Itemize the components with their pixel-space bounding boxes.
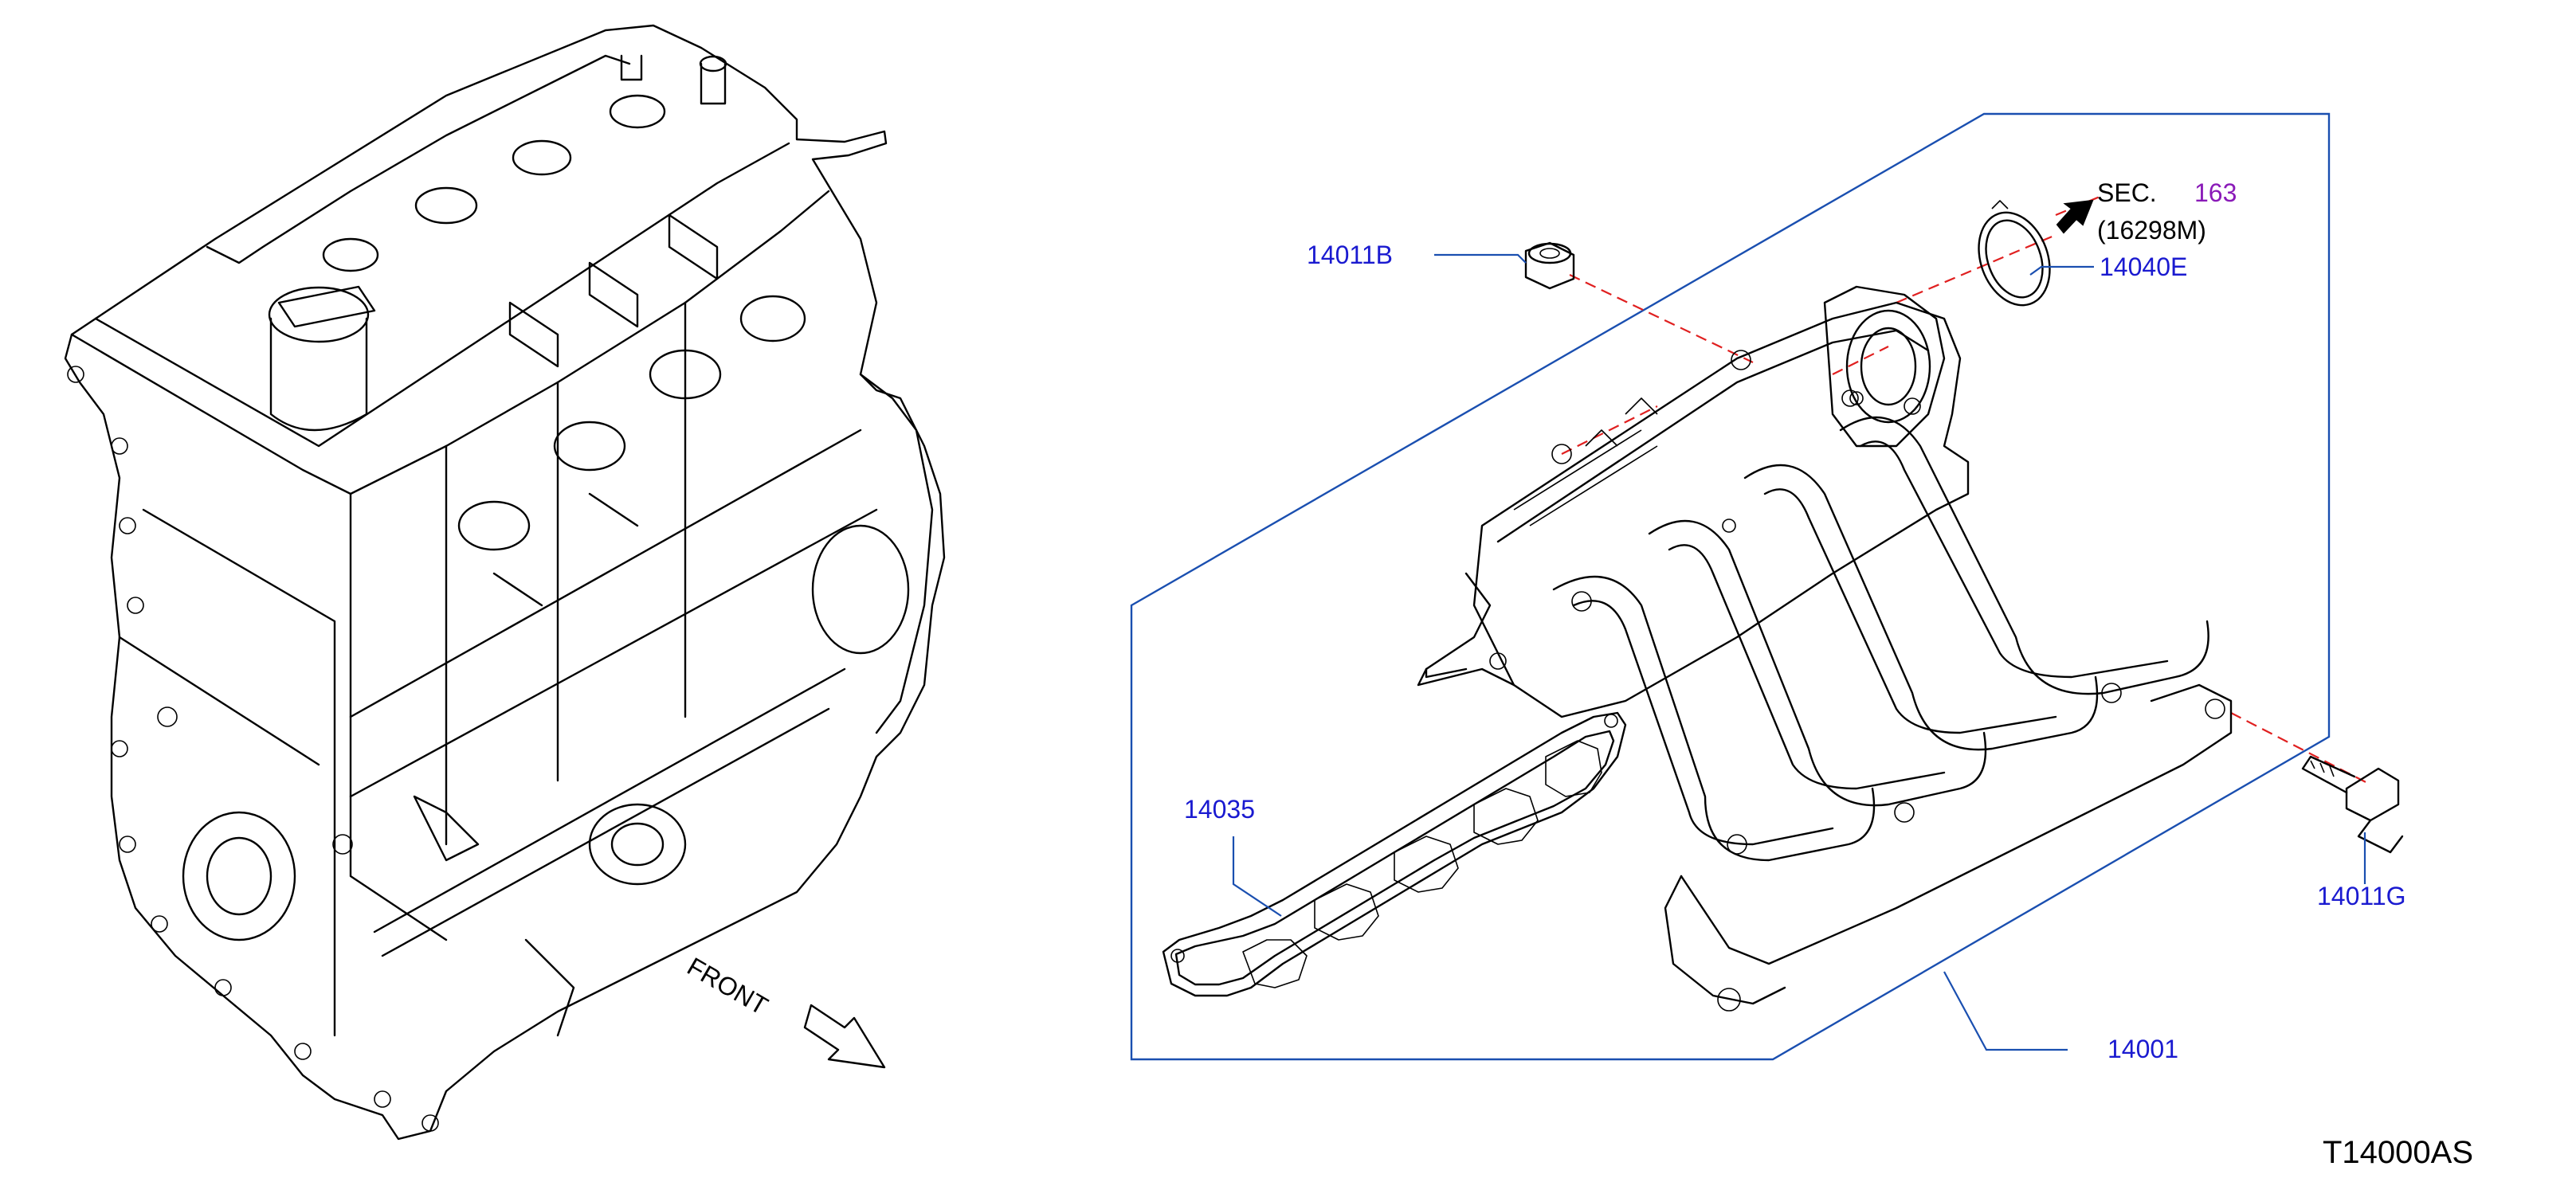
solid-arrow-icon xyxy=(2056,199,2094,234)
o-ring-illustration xyxy=(1978,200,2051,307)
hollow-diagonal-arrow-icon xyxy=(803,1004,886,1069)
nut-illustration xyxy=(1524,241,1575,290)
callout-14001: 14001 xyxy=(2107,1035,2178,1063)
callout-14035: 14035 xyxy=(1184,795,1255,824)
callout-14011b: 14011B xyxy=(1307,241,1393,269)
front-label: FRONT xyxy=(683,952,773,1020)
callout-14011g: 14011G xyxy=(2317,882,2406,910)
section-prefix: SEC. xyxy=(2097,178,2157,207)
intake-manifold-illustration xyxy=(1417,285,2233,1012)
assembly-frame xyxy=(1130,112,2331,1061)
centerlines xyxy=(1561,194,2371,785)
leader-lines xyxy=(1232,253,2366,1051)
section-number: 163 xyxy=(2194,178,2237,207)
front-direction-marker: FRONT xyxy=(683,952,886,1069)
figure-code: T14000AS xyxy=(2323,1135,2473,1170)
engine-assembly-illustration xyxy=(64,24,946,1141)
callout-14040e: 14040E xyxy=(2100,252,2187,281)
manifold-gasket-illustration xyxy=(1162,711,1627,997)
section-reference: (16298M) xyxy=(2097,216,2206,245)
bolt-illustration xyxy=(2301,755,2404,854)
